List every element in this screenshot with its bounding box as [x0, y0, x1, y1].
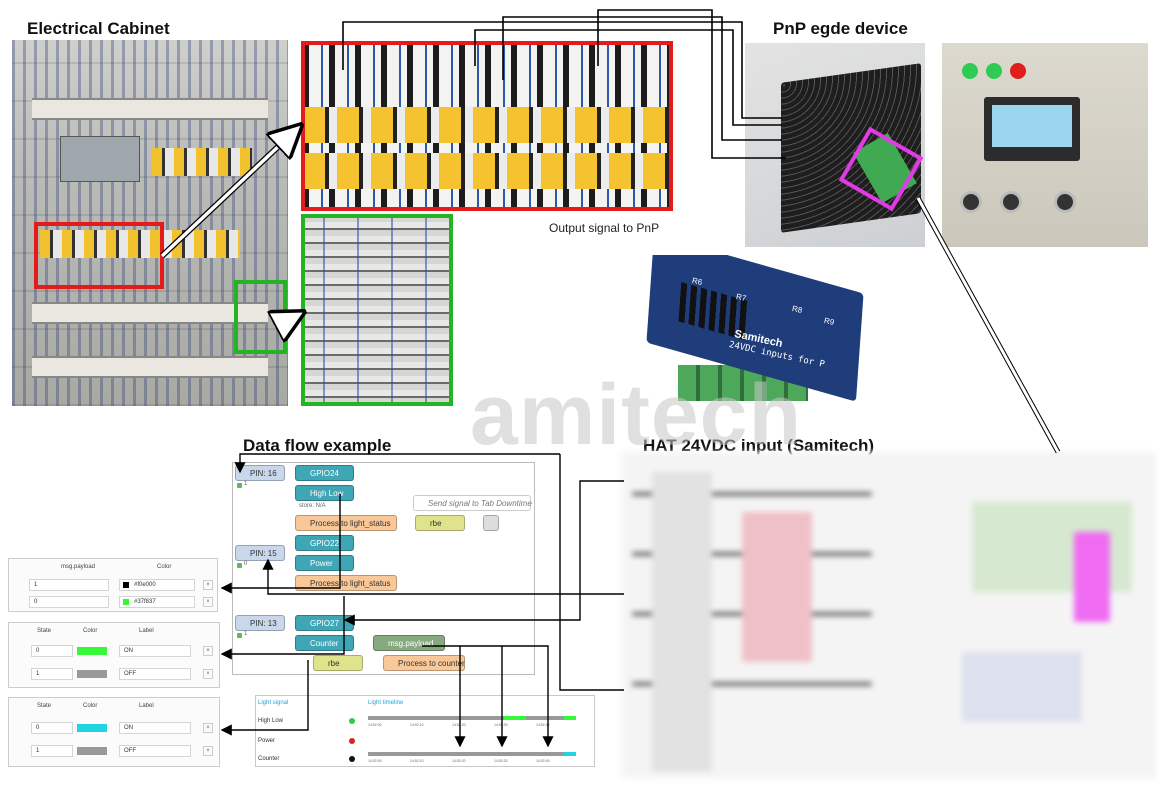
remove-row-button[interactable]: × — [203, 746, 213, 756]
pin-status: 1 — [244, 631, 248, 637]
gpio-node[interactable]: GPIO27 — [295, 615, 354, 631]
gpio-node[interactable]: GPIO24 — [295, 465, 354, 481]
label-field[interactable]: OFF — [119, 668, 191, 680]
color-swatch — [123, 582, 129, 588]
remove-row-button[interactable]: × — [203, 580, 213, 590]
state-field[interactable]: 0 — [31, 645, 73, 657]
color-mapping-table-1: msg.payload Color 1 #f0e000 × 0 #37f837 … — [8, 558, 218, 612]
row-label: High Low — [258, 718, 284, 724]
group-title-signal: Light signal — [258, 700, 289, 706]
pin-input-node[interactable]: PIN: 16 — [235, 465, 285, 481]
row-label: Power — [258, 738, 276, 744]
relay-label: R7 — [735, 292, 748, 303]
timeline-bar — [368, 716, 576, 720]
pin-status: 1 — [244, 481, 248, 487]
table-header: Color — [83, 628, 98, 634]
function-node[interactable]: Process to counter — [383, 655, 465, 671]
hat-input-title: HAT 24VDC input (Samitech) — [643, 436, 875, 455]
status-dot — [349, 756, 355, 762]
dashboard-panel: Light signal Light timeline High Low 14:… — [255, 695, 595, 767]
label-field[interactable]: ON — [119, 722, 191, 734]
color-swatch[interactable] — [77, 647, 107, 655]
remove-row-button[interactable]: × — [203, 669, 213, 679]
output-signal-caption: Output signal to PnP — [549, 221, 660, 235]
debug-node[interactable]: msg.payload — [373, 635, 445, 651]
pnp-edge-device-title: PnP egde device — [773, 19, 908, 38]
relay-label: R9 — [823, 316, 836, 327]
terminal-zoom-photo — [303, 216, 451, 404]
control-panel-photo — [942, 43, 1148, 247]
edge-device-photo — [745, 43, 925, 247]
remove-row-button[interactable]: × — [203, 723, 213, 733]
pin-status: 0 — [244, 561, 248, 567]
table-header: msg.payload — [61, 564, 96, 570]
group-title-timeline: Light timeline — [368, 700, 404, 706]
table-header: State — [37, 628, 52, 634]
color-swatch[interactable] — [77, 724, 107, 732]
state-field[interactable]: 1 — [31, 745, 73, 757]
hat-board-photo: Samitech 24VDC inputs for P R6 R7 R8 R9 — [640, 255, 875, 405]
pin-input-node[interactable]: PIN: 15 — [235, 545, 285, 561]
table-header: Label — [139, 703, 154, 709]
color-swatch[interactable] — [77, 670, 107, 678]
node-red-flow: PIN: 16 1 GPIO24 High Low store: N/A Sen… — [232, 462, 535, 675]
table-header: Label — [139, 628, 154, 634]
function-node[interactable]: Process to light_status — [295, 575, 397, 591]
color-field[interactable]: #f0e000 — [119, 579, 195, 591]
color-field[interactable]: #37f837 — [119, 596, 195, 608]
relay-label: R6 — [691, 276, 704, 287]
relay-label: R8 — [791, 304, 804, 315]
table-header: State — [37, 703, 52, 709]
state-field[interactable]: 1 — [31, 668, 73, 680]
color-swatch[interactable] — [77, 747, 107, 755]
electrical-cabinet-title: Electrical Cabinet — [27, 19, 170, 38]
value-field[interactable]: 0 — [29, 596, 109, 608]
value-field[interactable]: 1 — [29, 579, 109, 591]
color-swatch — [123, 599, 129, 605]
link-out-node[interactable] — [483, 515, 499, 531]
row-label: Counter — [258, 756, 280, 762]
change-node[interactable]: Power — [295, 555, 354, 571]
blurred-schematic — [622, 452, 1156, 778]
gpio-node[interactable]: GPIO22 — [295, 535, 354, 551]
comment-node[interactable]: Send signal to Tab Downtime — [413, 495, 532, 511]
remove-row-button[interactable]: × — [203, 646, 213, 656]
rbe-node[interactable]: rbe — [313, 655, 363, 671]
change-node[interactable]: Counter — [295, 635, 354, 651]
table-header: Color — [83, 703, 98, 709]
change-node[interactable]: High Low — [295, 485, 354, 501]
relay-zoom-photo — [303, 43, 671, 209]
label-field[interactable]: ON — [119, 645, 191, 657]
data-flow-title: Data flow example — [243, 436, 392, 455]
remove-row-button[interactable]: × — [203, 597, 213, 607]
rbe-node[interactable]: rbe — [415, 515, 465, 531]
table-header: Color — [157, 564, 172, 570]
state-label-table-2: State Color Label 0 ON × 1 OFF × — [8, 622, 220, 688]
status-dot — [349, 738, 355, 744]
label-field[interactable]: OFF — [119, 745, 191, 757]
status-dot — [349, 718, 355, 724]
store-label: store: N/A — [299, 503, 326, 509]
pin-input-node[interactable]: PIN: 13 — [235, 615, 285, 631]
timeline-bar — [368, 752, 576, 756]
function-node[interactable]: Process to light_status — [295, 515, 397, 531]
cabinet-photo — [12, 40, 288, 406]
state-field[interactable]: 0 — [31, 722, 73, 734]
state-label-table-3: State Color Label 0 ON × 1 OFF × — [8, 697, 220, 767]
samitech-watermark: amitech — [470, 367, 803, 463]
